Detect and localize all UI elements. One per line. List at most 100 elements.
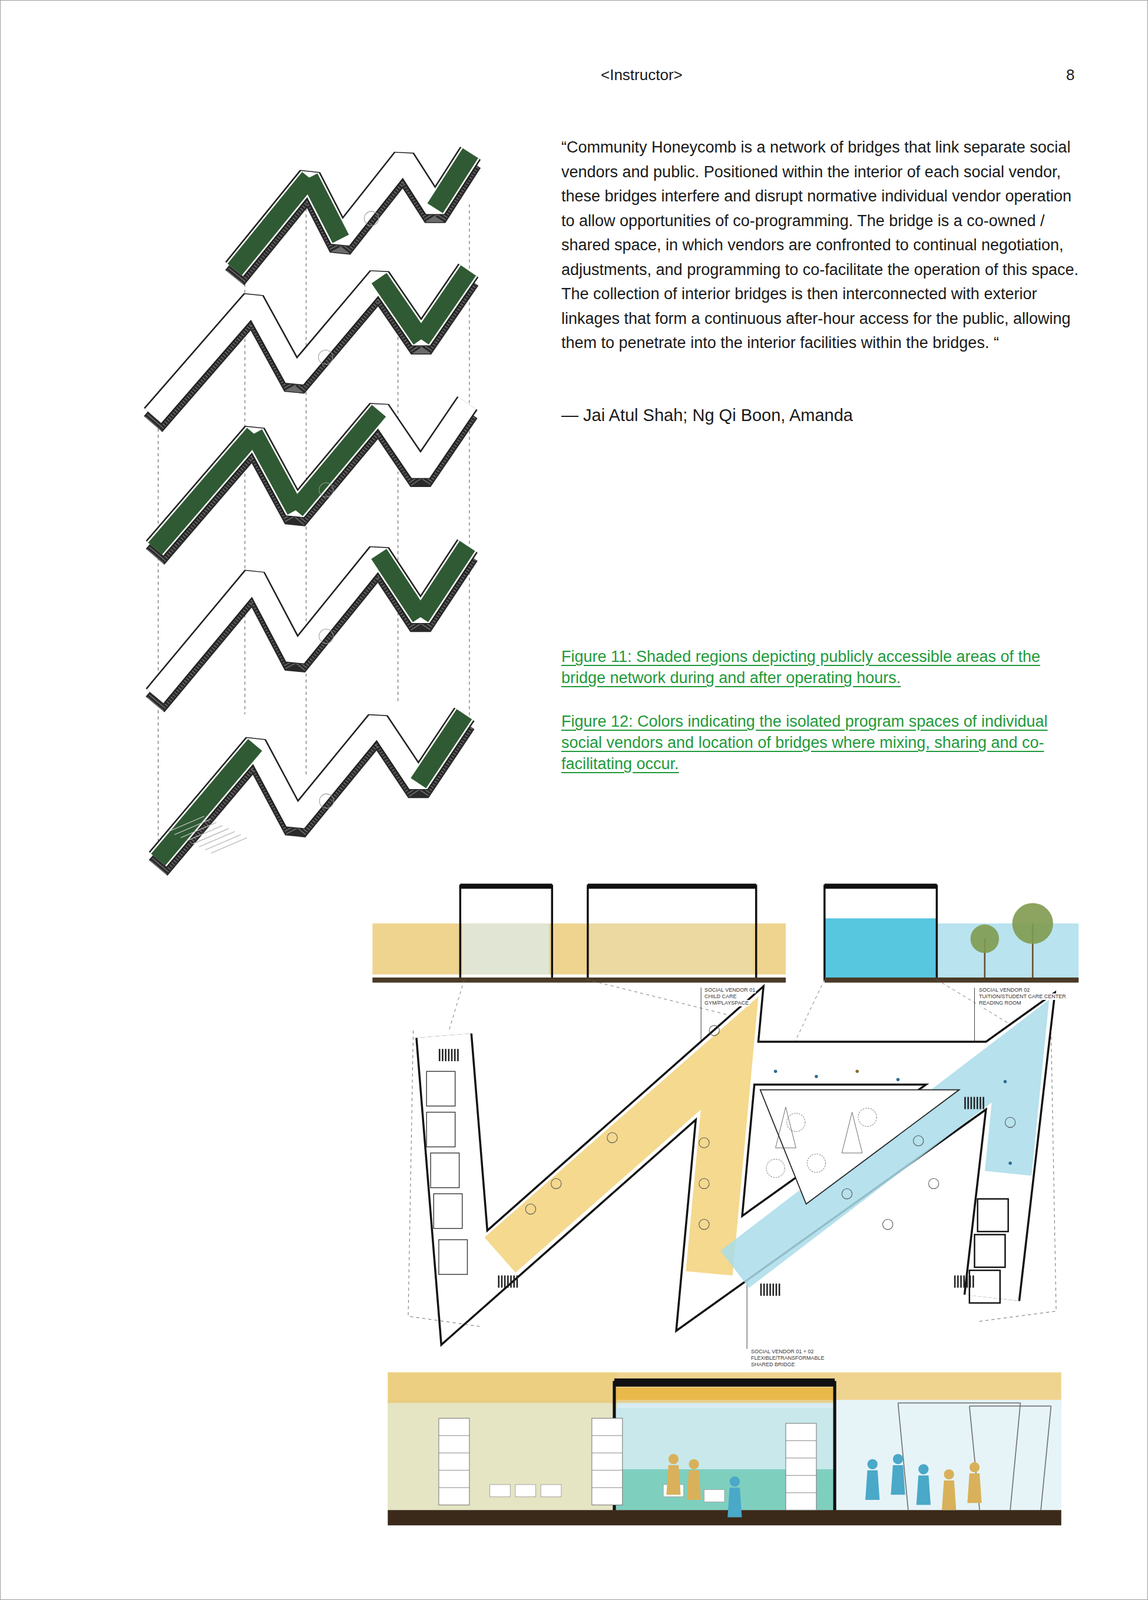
stair — [438, 1049, 459, 1062]
stair — [211, 838, 248, 854]
shelf — [591, 1487, 623, 1489]
person — [686, 1459, 701, 1501]
swing-frame — [898, 1403, 1021, 1405]
vendor-01-band — [372, 923, 786, 975]
plan-outline — [729, 1040, 1021, 1086]
shared-bridge — [739, 1044, 1016, 1082]
shelf — [785, 1440, 817, 1442]
stair-tread — [457, 1049, 459, 1062]
table — [540, 1484, 562, 1498]
shelf-frame — [438, 1418, 470, 1505]
stair-tread — [970, 1097, 973, 1110]
table — [699, 1178, 710, 1189]
vendor-02-zone — [734, 1051, 1021, 1270]
site-line — [979, 1030, 1057, 1322]
table — [515, 1484, 537, 1498]
figure-caption: Figure 12: Colors indicating the isolate… — [561, 710, 1063, 775]
room — [426, 1071, 456, 1107]
bookshelf — [438, 1418, 470, 1505]
plan-label: GYM/PLAYSPACE — [703, 1000, 750, 1007]
person-body — [686, 1470, 701, 1501]
shelf — [591, 1453, 623, 1454]
stair — [964, 1097, 985, 1110]
person — [916, 1464, 931, 1505]
room — [974, 1235, 1005, 1268]
marker-dot — [1008, 1161, 1012, 1166]
room — [438, 1239, 468, 1275]
shelf-frame — [591, 1418, 623, 1505]
swing-frame — [1010, 1403, 1021, 1511]
section-b — [824, 884, 1079, 984]
stair — [760, 1284, 781, 1297]
person — [941, 1469, 956, 1511]
stair-tread — [969, 1275, 972, 1289]
site-line — [408, 1030, 480, 1327]
public-bridge — [253, 434, 296, 511]
person-head — [867, 1459, 878, 1470]
vendor-01-zone — [500, 1053, 730, 1274]
floor-slab — [153, 270, 469, 425]
public-bridge — [421, 270, 469, 340]
stair-tread — [501, 1275, 504, 1289]
stair-tread — [497, 1275, 500, 1289]
marker-dot — [773, 1070, 778, 1074]
stair-tread — [778, 1284, 781, 1297]
glass — [589, 923, 753, 975]
stair-tread — [513, 1275, 515, 1289]
slab-edge — [154, 411, 468, 557]
bookshelf — [785, 1423, 817, 1511]
ground — [824, 977, 1079, 984]
plan-label: SOCIAL VENDOR 01 + 02 — [750, 1348, 815, 1356]
tree-crown — [970, 924, 1000, 954]
person-body — [916, 1475, 931, 1505]
axonometric-stack — [153, 153, 471, 869]
stair-tread — [966, 1275, 969, 1289]
section-a — [372, 884, 786, 984]
quote-text: “Community Honeycomb is a network of bri… — [561, 135, 1080, 356]
person — [967, 1462, 982, 1504]
tree — [319, 482, 334, 498]
stair-tread — [957, 1275, 959, 1289]
page-number: 8 — [1066, 65, 1075, 85]
stair-tread — [964, 1097, 966, 1110]
bookshelf — [591, 1418, 623, 1505]
person-head — [729, 1476, 740, 1487]
stair-tread — [763, 1284, 766, 1297]
stair-tread — [760, 1284, 763, 1297]
plan-label: READING ROOM — [978, 1000, 1022, 1007]
public-bridge — [379, 278, 422, 340]
roof-slab — [824, 884, 938, 890]
floor-plan — [408, 979, 1057, 1349]
shelf — [785, 1475, 817, 1477]
attribution: — Jai Atul Shah; Ng Qi Boon, Amanda — [561, 405, 853, 426]
table — [699, 1219, 710, 1230]
shelf — [438, 1487, 470, 1489]
ground — [372, 977, 786, 984]
person — [727, 1476, 742, 1518]
stair-tread — [441, 1049, 444, 1062]
stair-tread — [769, 1284, 772, 1297]
shelf — [438, 1470, 470, 1471]
projection-line — [397, 336, 399, 705]
shelf-frame — [785, 1423, 817, 1511]
stair-tread — [507, 1275, 509, 1289]
table — [703, 1490, 725, 1503]
table — [841, 1189, 852, 1200]
stair-tread — [766, 1284, 769, 1297]
floor-slab — [154, 546, 468, 705]
room — [430, 1153, 460, 1189]
tree — [319, 793, 334, 809]
stair-tread — [451, 1049, 453, 1062]
projection-line — [157, 398, 159, 848]
table — [709, 1025, 720, 1036]
slab-outline — [153, 270, 469, 416]
table — [551, 1178, 562, 1189]
room — [433, 1193, 463, 1229]
person-head — [688, 1459, 699, 1470]
marker-dot — [896, 1077, 901, 1082]
slab-outline — [154, 403, 468, 549]
person-head — [668, 1454, 679, 1465]
room — [969, 1270, 1001, 1303]
vendor-02-band — [936, 923, 1079, 978]
slab-outline — [158, 714, 465, 860]
